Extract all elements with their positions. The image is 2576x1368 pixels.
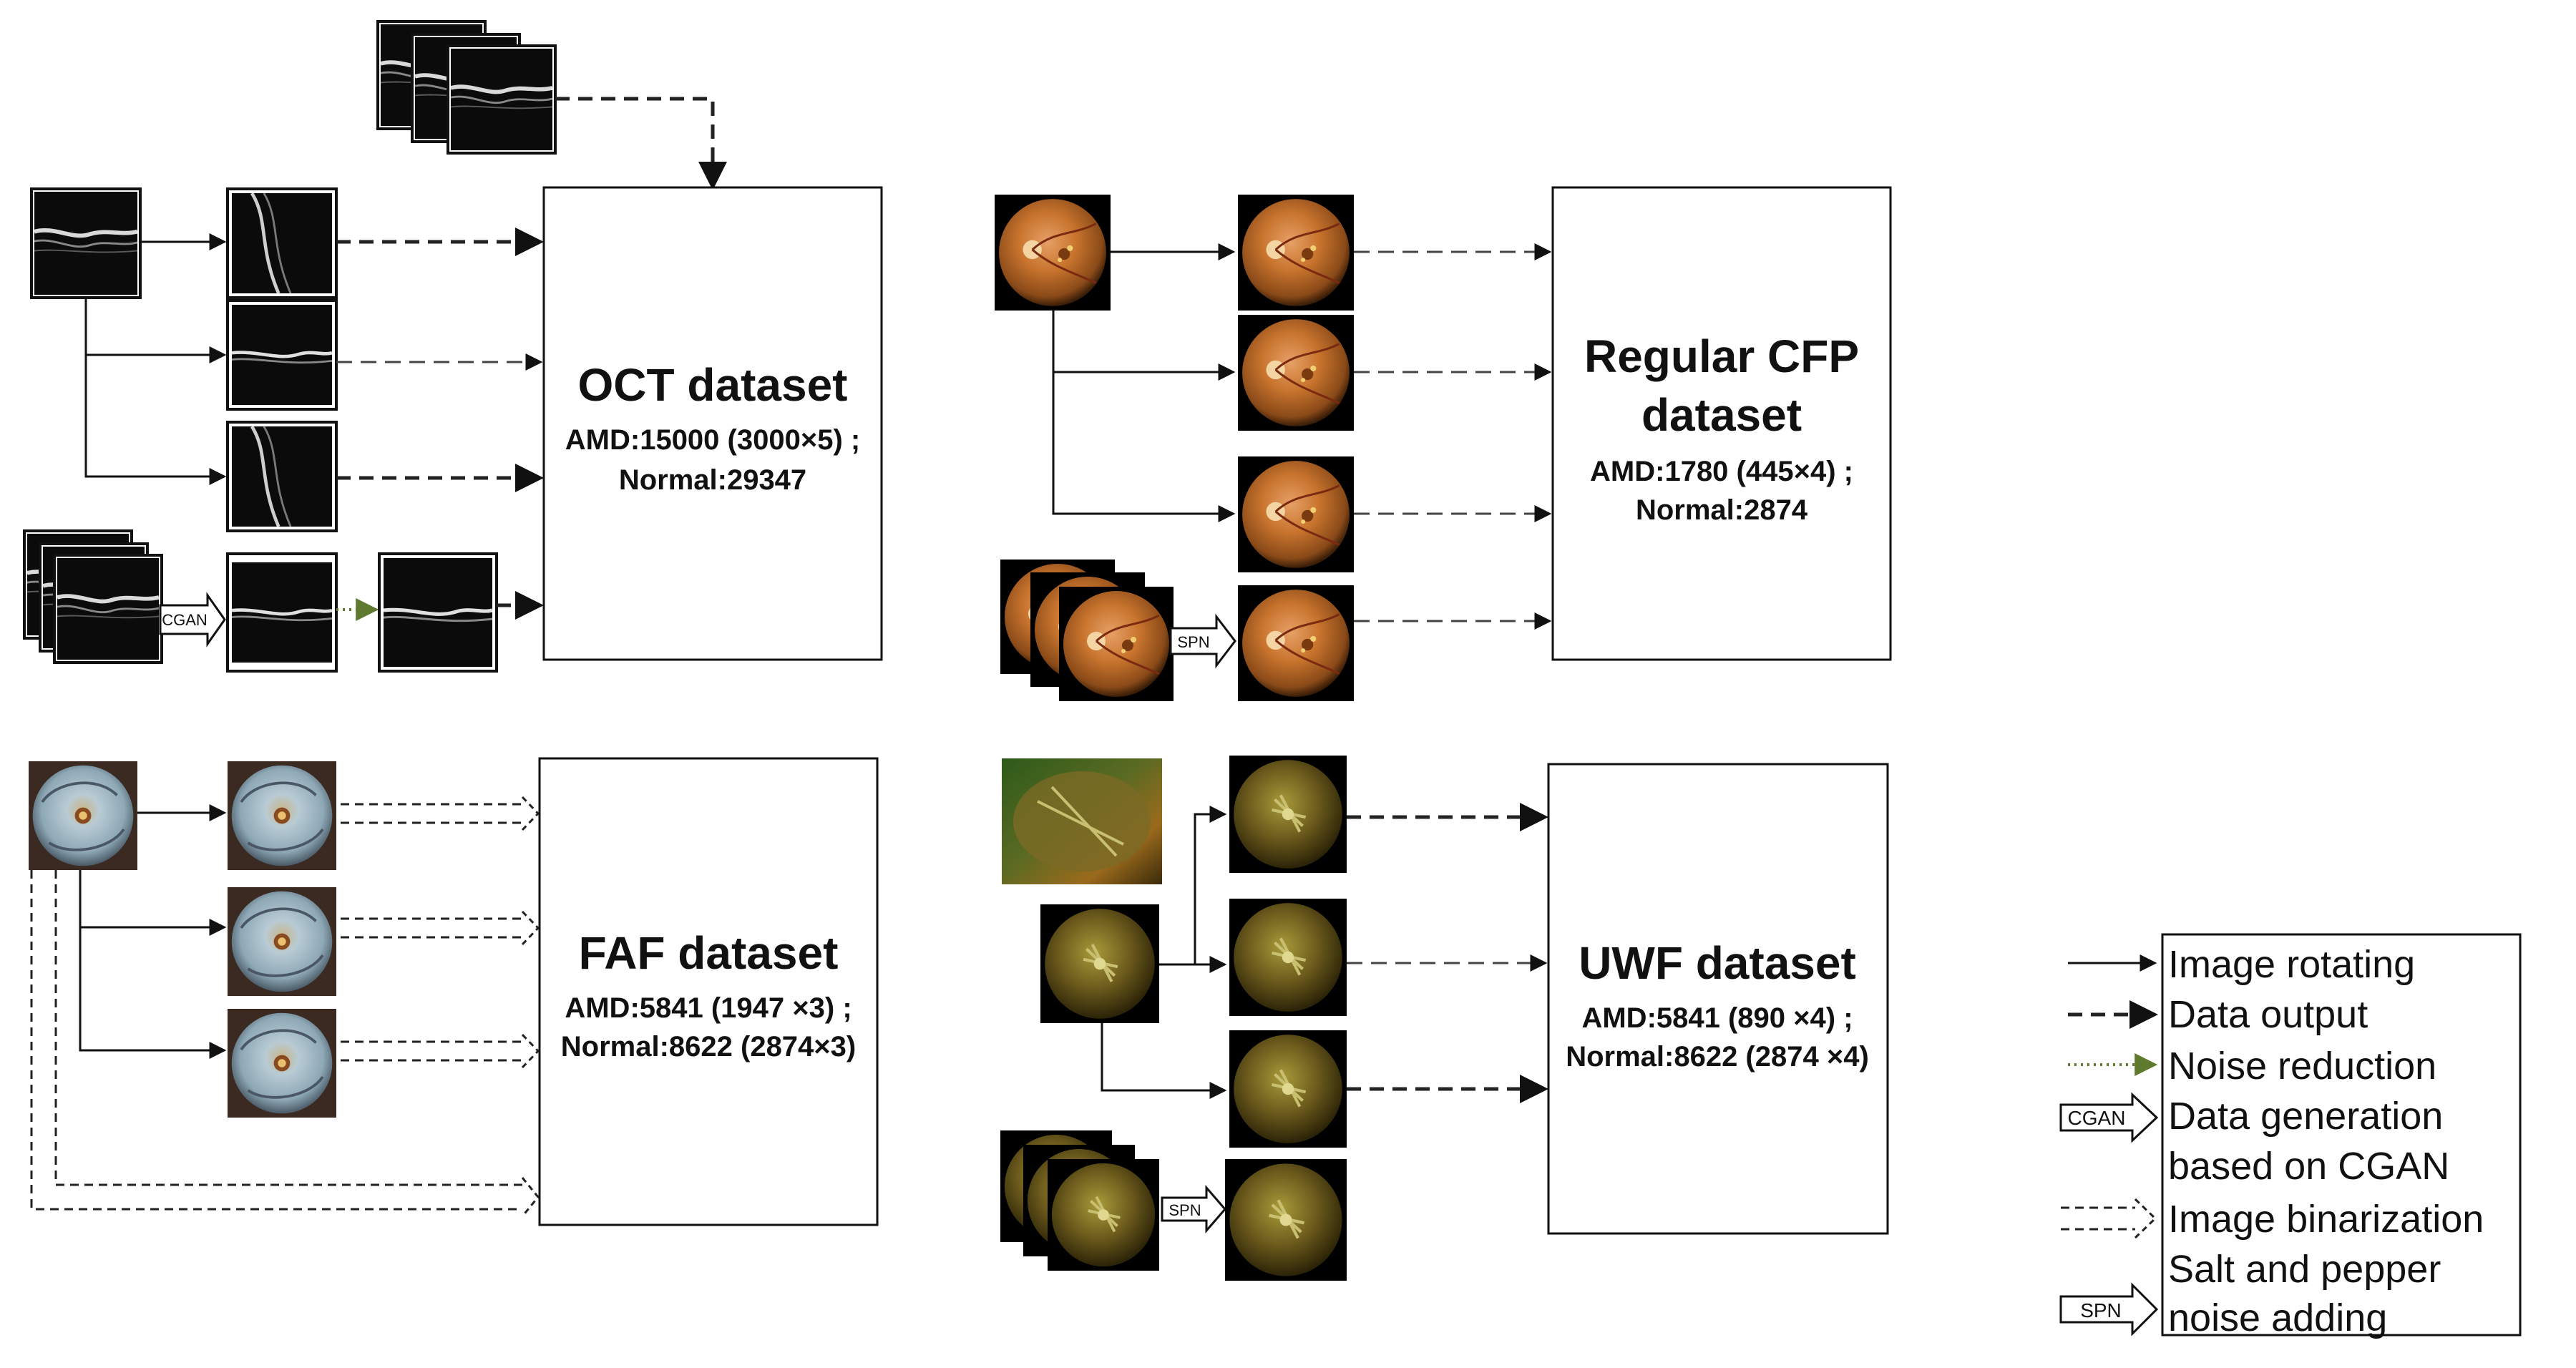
spn-tag-arrow-uwf: SPN xyxy=(1161,1184,1226,1234)
legend-spn-tag: SPN xyxy=(2080,1299,2122,1321)
oct-rotated-1 xyxy=(226,187,338,299)
oct-dataset-box: OCT dataset AMD:15000 (3000×5) ; Normal:… xyxy=(542,186,883,661)
faf-dataset-box: FAF dataset AMD:5841 (1947 ×3) ; Normal:… xyxy=(538,757,879,1226)
legend-salt-pepper-label-2: noise adding xyxy=(2168,1296,2387,1339)
uwf-branch: SPN UWF dataset AMD:5841 (890 ×4) ; Norm… xyxy=(1000,756,1889,1281)
faf-rotate-arrow-3 xyxy=(79,927,227,1059)
cfp-dataset-title-1: Regular CFP xyxy=(1584,331,1859,382)
oct-rotate-arrow-2 xyxy=(84,298,227,363)
oct-rotated-2 xyxy=(226,299,338,411)
cfp-dataset-title-2: dataset xyxy=(1641,389,1802,441)
oct-dataset-normal: Normal:29347 xyxy=(619,464,806,496)
oct-cgan-input-stack xyxy=(23,529,163,664)
cfp-rotated-3 xyxy=(1238,456,1354,572)
faf-binarization-arrow-source xyxy=(30,870,540,1217)
uwf-spn-input-stack xyxy=(1000,1130,1159,1271)
cfp-dataset-box: Regular CFP dataset AMD:1780 (445×4) ; N… xyxy=(1551,186,1892,661)
legend-box xyxy=(2161,933,2522,1337)
uwf-dataset-title: UWF dataset xyxy=(1579,937,1856,989)
cfp-spn-input-stack xyxy=(1000,560,1174,701)
faf-rotate-arrow-2 xyxy=(79,870,227,936)
oct-dataset-title: OCT dataset xyxy=(578,359,848,411)
faf-rotated-1 xyxy=(228,761,336,870)
oct-rotate-arrow-3 xyxy=(84,355,227,485)
uwf-wide-image xyxy=(1002,758,1162,884)
faf-rotated-2 xyxy=(228,887,336,996)
faf-source-image xyxy=(29,761,137,870)
oct-extra-output-arrow xyxy=(555,97,727,190)
legend-noise-reduction-label: Noise reduction xyxy=(2168,1045,2436,1088)
uwf-rotated-1 xyxy=(1229,756,1347,873)
uwf-rotate-arrow-3 xyxy=(1101,1023,1227,1099)
cfp-rotated-1 xyxy=(1238,195,1354,311)
cgan-label: CGAN xyxy=(162,611,208,629)
faf-binarization-arrow-3 xyxy=(341,1033,540,1069)
oct-rotated-3 xyxy=(226,421,338,532)
cfp-rotate-arrow-2 xyxy=(1052,311,1236,381)
cgan-tag-arrow: CGAN xyxy=(159,592,226,648)
cfp-spn-output xyxy=(1238,585,1354,701)
oct-denoised xyxy=(378,552,498,673)
cfp-source-image xyxy=(995,195,1111,311)
cfp-rotated-2 xyxy=(1238,315,1354,431)
faf-dataset-amd: AMD:5841 (1947 ×3) ; xyxy=(565,992,852,1024)
legend-data-generation-label: Data generation xyxy=(2168,1095,2443,1138)
faf-dataset-normal: Normal:8622 (2874×3) xyxy=(561,1031,856,1062)
legend-cgan-icon: CGAN xyxy=(2059,1092,2159,1143)
uwf-source-image xyxy=(1040,904,1159,1023)
uwf-rotated-2 xyxy=(1229,899,1347,1016)
uwf-dataset-amd: AMD:5841 (890 ×4) ; xyxy=(1581,1002,1853,1034)
oct-dataset-amd: AMD:15000 (3000×5) ; xyxy=(565,424,860,456)
faf-branch: FAF dataset AMD:5841 (1947 ×3) ; Normal:… xyxy=(29,757,879,1226)
spn-tag-arrow-cfp: SPN xyxy=(1169,613,1236,669)
cfp-dataset-normal: Normal:2874 xyxy=(1636,494,1808,526)
legend-cgan-tag: CGAN xyxy=(2068,1107,2126,1129)
legend-binarization-icon xyxy=(2061,1198,2157,1239)
uwf-rotate-arrow-1 xyxy=(1159,806,1227,966)
uwf-dataset-normal: Normal:8622 (2874 ×4) xyxy=(1566,1041,1869,1073)
cfp-dataset-amd: AMD:1780 (445×4) ; xyxy=(1590,456,1853,487)
legend-image-rotating-label: Image rotating xyxy=(2168,943,2415,986)
faf-rotated-3 xyxy=(228,1009,336,1118)
legend-image-binarization-label: Image binarization xyxy=(2168,1198,2484,1241)
spn-label-cfp: SPN xyxy=(1177,633,1209,651)
uwf-spn-output xyxy=(1225,1159,1347,1281)
faf-binarization-arrow-2 xyxy=(341,910,540,946)
spn-label-uwf: SPN xyxy=(1169,1201,1201,1219)
uwf-dataset-box: UWF dataset AMD:5841 (890 ×4) ; Normal:8… xyxy=(1547,763,1889,1235)
oct-extra-images xyxy=(376,20,557,155)
uwf-rotated-3 xyxy=(1229,1030,1347,1148)
legend-salt-pepper-label: Salt and pepper xyxy=(2168,1248,2441,1291)
oct-branch: CGAN OCT dataset AMD:15000 (3000×5) ; No… xyxy=(23,20,883,673)
legend: Image rotating Data output Noise reducti… xyxy=(2059,933,2522,1339)
legend-data-output-label: Data output xyxy=(2168,993,2368,1036)
faf-binarization-arrow-1 xyxy=(341,796,540,831)
faf-dataset-title: FAF dataset xyxy=(579,927,839,979)
oct-cgan-generated xyxy=(226,552,338,673)
legend-spn-icon: SPN xyxy=(2059,1282,2159,1337)
cfp-rotate-arrow-3 xyxy=(1052,372,1236,522)
oct-source-image xyxy=(30,187,142,299)
cfp-branch: SPN Regular CFP dataset AMD:1780 (445×4)… xyxy=(995,186,1892,701)
legend-data-generation-label-2: based on CGAN xyxy=(2168,1145,2449,1188)
